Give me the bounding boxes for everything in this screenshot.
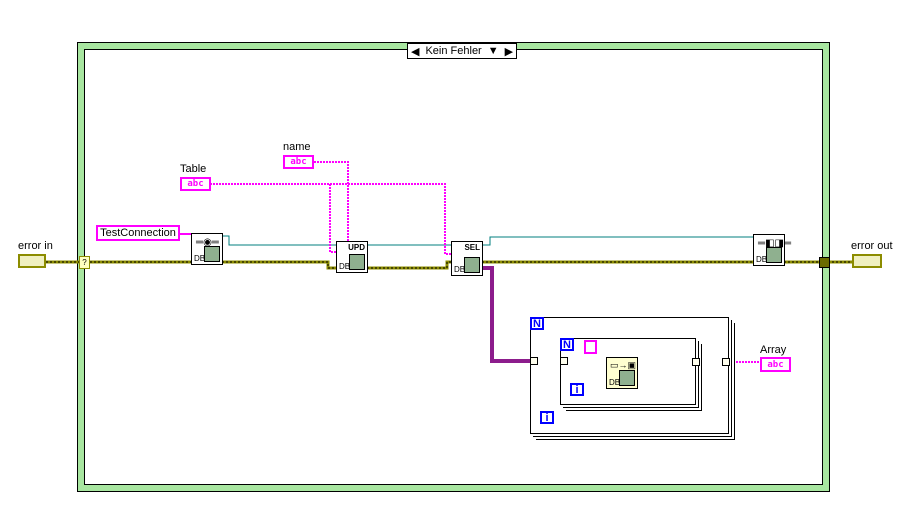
db-open-connection-node[interactable]: ═◉═ DB — [191, 233, 223, 265]
name-wire — [314, 161, 349, 241]
error-out-tunnel — [819, 257, 830, 268]
table-terminal[interactable]: abc — [180, 177, 211, 191]
table-wire — [210, 183, 451, 255]
connection-name-constant[interactable]: TestConnection — [96, 225, 180, 241]
inner-loop-input-tunnel — [560, 357, 568, 365]
database-icon — [464, 257, 480, 273]
convert-icon: ▭→▣ — [610, 360, 637, 370]
db-select-node[interactable]: SEL DB — [451, 241, 483, 276]
database-icon — [349, 254, 365, 270]
array-label: Array — [760, 344, 787, 356]
increment-arrow-icon[interactable]: ▶ — [504, 45, 514, 58]
node-label: DB — [609, 378, 621, 387]
outer-loop-input-tunnel — [530, 357, 538, 365]
error-out-label: error out — [851, 240, 893, 252]
table-label: Table — [180, 163, 207, 175]
inner-loop-count-terminal[interactable]: N — [560, 338, 574, 351]
database-icon — [766, 247, 782, 263]
db-update-node[interactable]: UPD DB — [336, 241, 368, 273]
connector-icon: ═◉═ — [196, 237, 219, 248]
error-in-label: error in — [18, 240, 53, 252]
node-label: DB — [756, 255, 768, 264]
name-label: name — [283, 141, 311, 153]
error-out-terminal[interactable] — [852, 254, 882, 268]
database-icon — [204, 246, 220, 262]
decrement-arrow-icon[interactable]: ◀ — [411, 45, 420, 58]
case-selector-tunnel: ? — [79, 256, 90, 269]
node-label: DB — [454, 265, 466, 274]
outer-loop-count-terminal[interactable]: N — [530, 317, 544, 330]
outer-loop-output-tunnel — [722, 358, 730, 366]
database-icon — [619, 370, 635, 386]
disconnect-icon: ═◧◨═ — [758, 238, 792, 249]
node-tag: SEL — [464, 243, 480, 252]
db-variant-to-data-node[interactable]: ▭→▣ DB — [606, 357, 638, 389]
case-selector-value: Kein Fehler — [425, 45, 482, 57]
empty-string-constant[interactable] — [584, 340, 597, 354]
outer-loop-index-terminal: i — [540, 411, 554, 424]
db-close-connection-node[interactable]: ═◧◨═ DB — [753, 234, 791, 266]
node-tag: UPD — [348, 243, 365, 252]
node-label: DB — [339, 262, 351, 271]
node-label: DB — [194, 254, 206, 263]
case-selector[interactable]: ◀ Kein Fehler ▼ ▶ — [407, 43, 518, 59]
refnum-wire — [222, 235, 753, 246]
inner-loop-index-terminal: i — [570, 383, 584, 396]
name-terminal[interactable]: abc — [283, 155, 314, 169]
array-terminal[interactable]: abc — [760, 357, 791, 372]
dropdown-arrow-icon[interactable]: ▼ — [487, 45, 499, 57]
inner-loop-output-tunnel — [692, 358, 700, 366]
error-wire — [46, 260, 852, 270]
error-in-terminal[interactable] — [18, 254, 46, 268]
